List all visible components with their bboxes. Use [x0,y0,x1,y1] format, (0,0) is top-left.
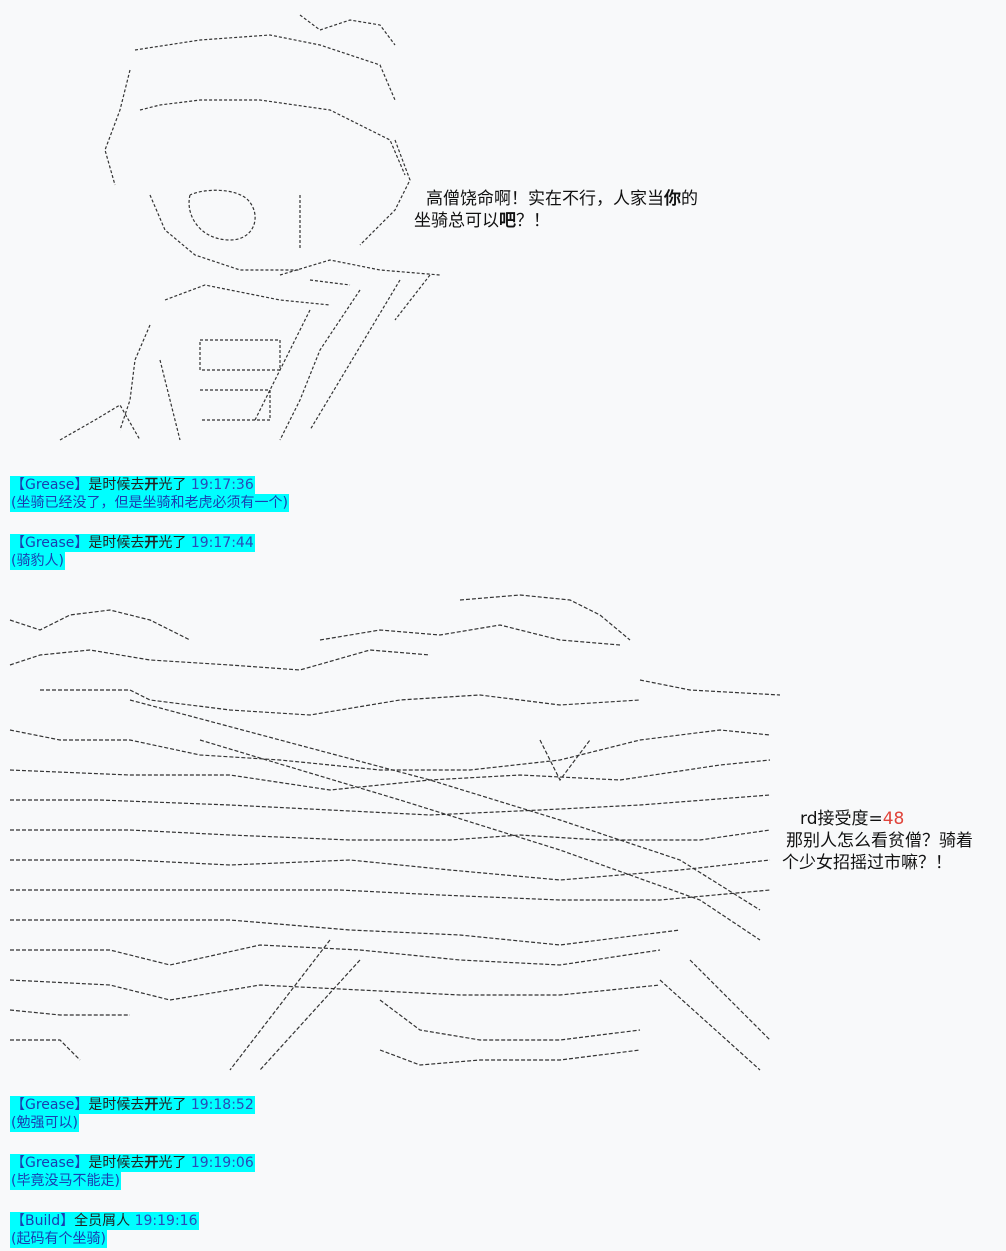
comment-note: (毕竟没马不能走) [10,1172,121,1190]
speech-right-line1: 那别人怎么看贫僧？骑着 [786,831,973,851]
affinity-stat: rd接受度=48 [800,809,905,829]
comment-1: 【Grease】是时候去开光了 19:17:36 (坐骑已经没了，但是坐骑和老虎… [10,476,289,512]
speech-top-line2: 坐骑总可以吧？！ [414,211,550,231]
speech-right-line2: 个少女招摇过市嘛？！ [782,853,952,873]
comment-header: 【Grease】是时候去开光了 19:17:44 [10,534,255,552]
comment-header: 【Grease】是时候去开光了 19:18:52 [10,1096,255,1114]
comment-header: 【Grease】是时候去开光了 19:17:36 [10,476,255,494]
comment-2: 【Grease】是时候去开光了 19:17:44 (骑豹人) [10,534,255,570]
comment-3: 【Grease】是时候去开光了 19:18:52 (勉强可以) [10,1096,255,1132]
affinity-value: 48 [882,809,905,829]
comment-4: 【Grease】是时候去开光了 19:19:06 (毕竟没马不能走) [10,1154,255,1190]
speech-top-line1: 高僧饶命啊！实在不行，人家当你的 [426,189,698,209]
comment-header: 【Grease】是时候去开光了 19:19:06 [10,1154,255,1172]
speech-right: rd接受度=48 那别人怎么看贫僧？骑着 个少女招摇过市嘛？！ [782,808,973,874]
comment-note: (骑豹人) [10,552,65,570]
leopard-scene-art [9,594,781,1071]
comment-header: 【Build】全员屑人 19:19:16 [10,1212,199,1230]
comment-note: (坐骑已经没了，但是坐骑和老虎必须有一个) [10,494,289,512]
speech-top: 高僧饶命啊！实在不行，人家当你的 坐骑总可以吧？！ [414,188,698,232]
comment-note: (起码有个坐骑) [10,1230,107,1248]
comment-5: 【Build】全员屑人 19:19:16 (起码有个坐骑) [10,1212,199,1248]
girl-figure-art [59,14,441,441]
comment-note: (勉强可以) [10,1114,79,1132]
